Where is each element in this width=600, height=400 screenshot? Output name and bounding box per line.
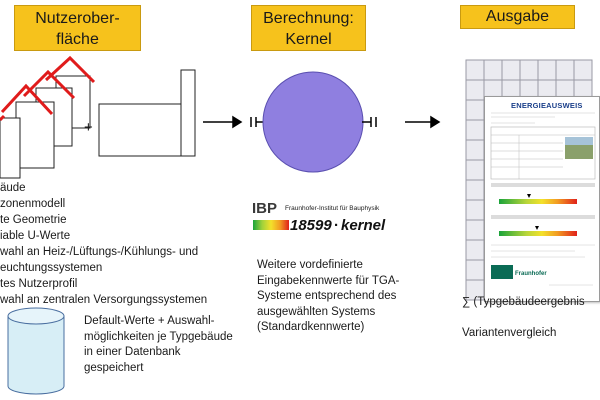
list-item: tes Nutzerprofil	[0, 278, 78, 290]
document-title: ENERGIEAUSWEIS	[511, 101, 583, 110]
red-roof-icons	[0, 55, 96, 122]
list-item: äude	[0, 182, 26, 194]
list-item: iable U-Werte	[0, 230, 71, 242]
list-item: wahl an zentralen Versorgungssystemen	[0, 294, 208, 306]
database-note: Default-Werte + Auswahl- möglichkeiten j…	[84, 315, 233, 374]
kernel-connector-left	[250, 117, 264, 127]
norm-number: 18599	[290, 217, 332, 234]
ibp-kernel-logo: IBP Fraunhofer-Institut für Bauphysik 18…	[252, 200, 392, 242]
variant-comparison-text: Variantenvergleich	[462, 327, 557, 339]
institute-name: Fraunhofer-Institut für Bauphysik	[285, 205, 380, 212]
kernel-connector-right	[362, 117, 377, 127]
logo-dot: ·	[334, 217, 339, 234]
building-extension-icon	[98, 69, 196, 157]
document-content	[490, 112, 596, 286]
arrow-ui-to-kernel	[203, 115, 243, 129]
ui-header: Nutzerober- fläche	[14, 5, 141, 51]
kernel-circle	[262, 71, 364, 173]
kernel-header: Berechnung: Kernel	[251, 5, 366, 51]
list-item: euchtungssystemen	[0, 262, 103, 274]
arrow-kernel-to-output	[405, 115, 441, 129]
energy-scale-bar	[253, 220, 289, 230]
database-cylinder-icon	[7, 307, 65, 395]
fraunhofer-logo: Fraunhofer	[515, 271, 547, 277]
sum-result-text: ∑ (Typgebäudeergebnis	[462, 296, 585, 308]
list-item: wahl an Heiz-/Lüftungs-/Kühlungs- und	[0, 246, 199, 258]
plus-sign: +	[84, 119, 93, 136]
list-item: zonenmodell	[0, 198, 66, 210]
ibp-logo-text: IBP	[252, 200, 278, 217]
energieausweis-document: ENERGIEAUSWEIS	[484, 96, 600, 302]
list-item: te Geometrie	[0, 214, 67, 226]
output-header: Ausgabe	[460, 5, 575, 29]
kernel-word: kernel	[341, 217, 386, 234]
building-pages-icon	[0, 75, 91, 179]
kernel-note: Weitere vordefinierte Eingabekennwerte f…	[257, 259, 400, 333]
